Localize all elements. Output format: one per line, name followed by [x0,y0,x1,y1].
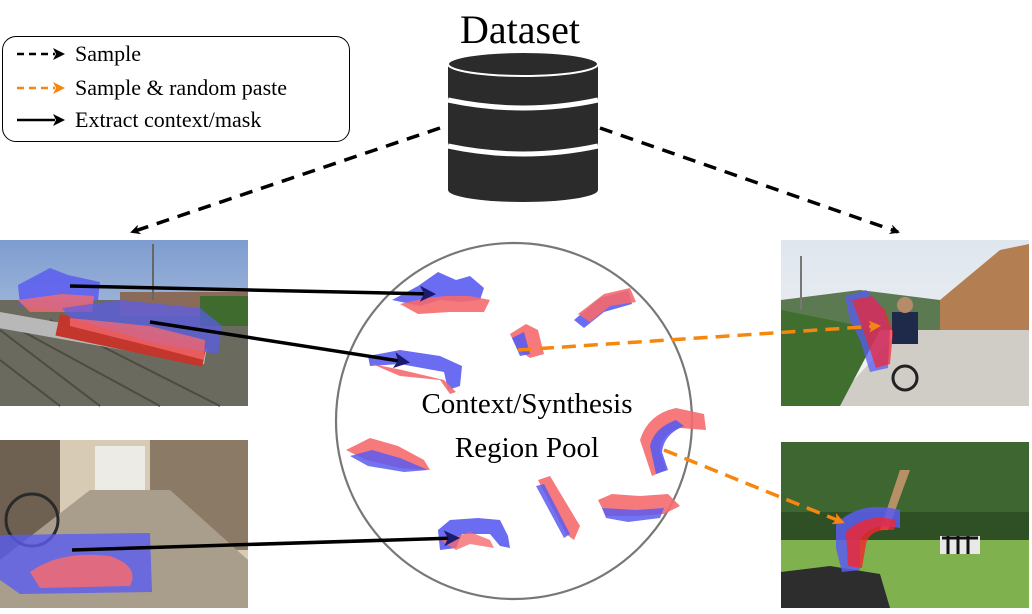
legend: Sample Sample & random paste Extract con… [2,36,350,142]
sample-arrow-left [130,126,441,235]
cyclist-photo [781,240,1029,406]
database-icon [447,51,599,202]
region-pool-circle [334,241,694,601]
pool-mask-2 [574,288,636,328]
legend-item-sample: Sample [15,39,141,69]
sample-arrow-right [599,126,900,235]
zebra-photo [781,442,1029,608]
legend-label-sample: Sample [75,41,141,66]
pool-label-line1: Context/Synthesis [421,388,633,420]
extract-arrow-1 [69,284,436,302]
dashed-black-arrow-icon [17,48,65,60]
legend-label-extract: Extract context/mask [75,107,262,132]
legend-item-extract: Extract context/mask [15,105,261,135]
paste-arrow-2 [663,448,845,525]
dataset-title: Dataset [460,7,580,52]
legend-label-paste: Sample & random paste [75,75,288,100]
train-photo [0,240,248,407]
pool-mask-5 [640,408,706,476]
solid-black-arrow-icon [17,114,65,126]
dog-photo [0,440,248,608]
pool-mask-6 [346,438,430,472]
paste-arrow-1 [517,320,881,352]
pool-label-line2: Region Pool [454,432,600,464]
extract-arrow-3 [71,530,460,552]
pool-mask-8 [598,494,680,522]
pool-mask-7 [536,476,580,540]
extract-arrow-2 [149,320,410,369]
dashed-orange-arrow-icon [17,82,65,94]
legend-item-paste: Sample & random paste [15,73,287,103]
